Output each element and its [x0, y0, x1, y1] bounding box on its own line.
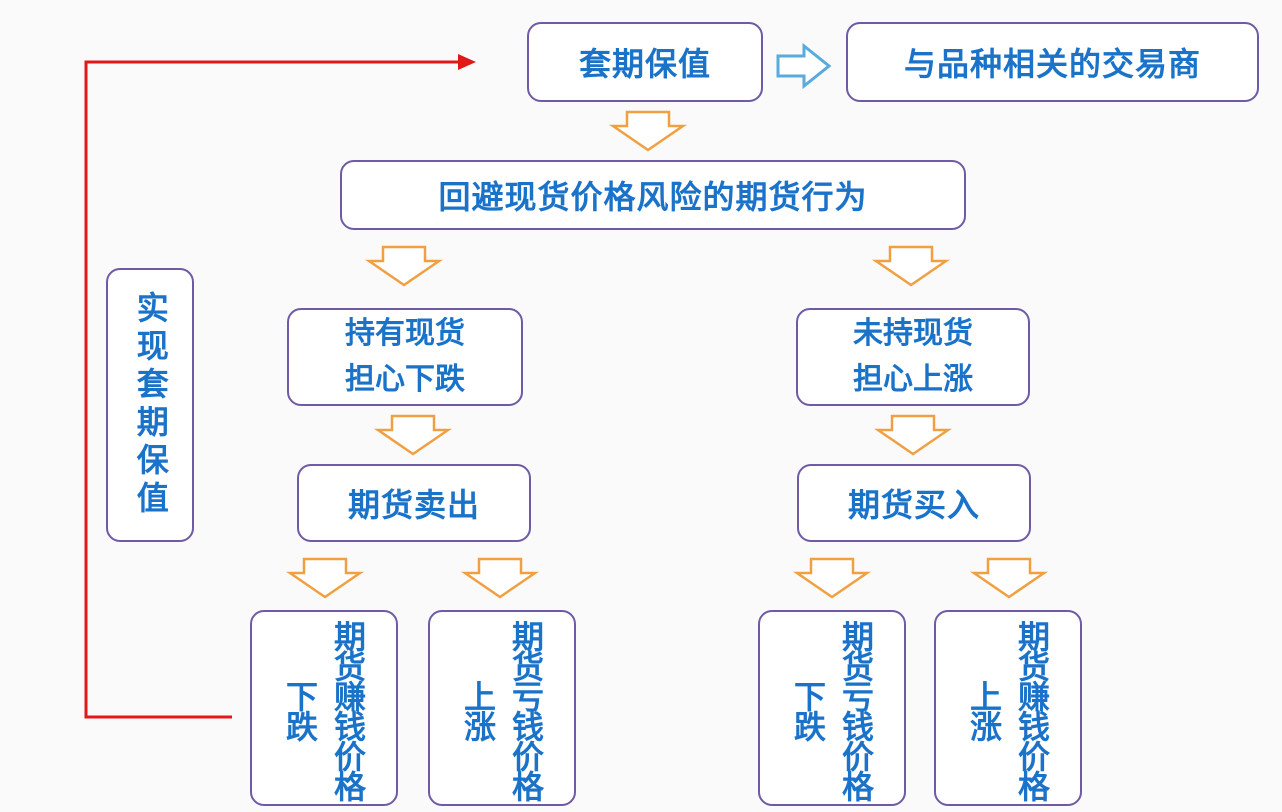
left-situation-line1: 持有现货 [345, 316, 465, 351]
left-outcome-a-label: 期货赚钱价格下跌 [281, 620, 367, 800]
right-action-box: 期货买入 [797, 464, 1031, 542]
left-situation-line2: 担心下跌 [345, 362, 465, 397]
right-outcome-b-label: 期货赚钱价格上涨 [965, 620, 1051, 800]
left-action-label: 期货卖出 [347, 486, 480, 524]
down-arrow [373, 414, 453, 456]
behavior-label: 回避现货价格风险的期货行为 [438, 178, 868, 216]
traders-label: 与品种相关的交易商 [903, 45, 1201, 83]
right-outcome-a-label: 期货亏钱价格下跌 [789, 620, 875, 800]
hedging-box: 套期保值 [527, 22, 763, 102]
down-arrow [285, 557, 365, 599]
down-arrow [364, 245, 444, 287]
down-arrow [792, 557, 872, 599]
left-action-box: 期货卖出 [297, 464, 531, 542]
side-label: 实现套期保值 [131, 291, 170, 519]
right-action-label: 期货买入 [847, 486, 980, 524]
down-arrow [608, 110, 688, 152]
right-outcome-a-box: 期货亏钱价格下跌 [758, 610, 906, 806]
left-outcome-b-label: 期货亏钱价格上涨 [459, 620, 545, 800]
right-outcome-b-box: 期货赚钱价格上涨 [934, 610, 1082, 806]
traders-box: 与品种相关的交易商 [846, 22, 1259, 102]
behavior-box: 回避现货价格风险的期货行为 [340, 160, 966, 230]
right-hollow-arrow [776, 42, 832, 90]
right-situation-line1: 未持现货 [853, 316, 973, 351]
down-arrow [873, 414, 953, 456]
right-situation-box: 未持现货 担心上涨 [796, 308, 1030, 406]
down-arrow [969, 557, 1049, 599]
down-arrow [871, 245, 951, 287]
left-situation-box: 持有现货 担心下跌 [287, 308, 523, 406]
loop-arrowhead [458, 54, 476, 70]
down-arrow [460, 557, 540, 599]
hedging-label: 套期保值 [578, 45, 711, 83]
left-outcome-b-box: 期货亏钱价格上涨 [428, 610, 576, 806]
left-outcome-a-box: 期货赚钱价格下跌 [250, 610, 398, 806]
side-label-box: 实现套期保值 [106, 268, 194, 542]
right-situation-line2: 担心上涨 [853, 362, 973, 397]
